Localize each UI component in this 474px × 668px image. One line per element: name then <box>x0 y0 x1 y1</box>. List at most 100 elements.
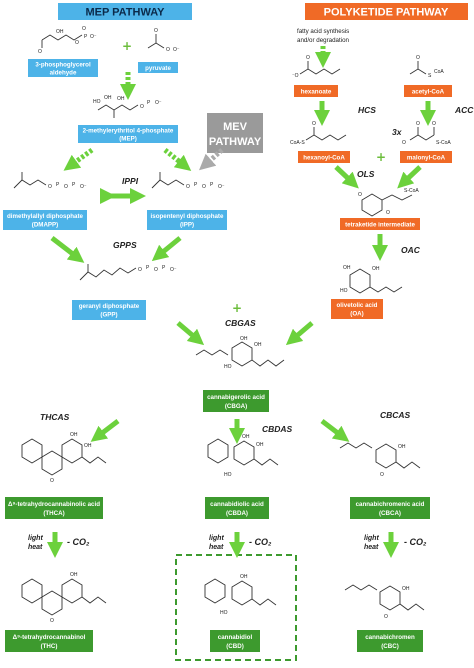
svg-text:OH: OH <box>240 336 248 342</box>
cbc-label-box: cannabichromen (CBC) <box>357 630 423 652</box>
svg-text:S: S <box>428 73 432 79</box>
cbga-label-box: cannabigerolic acid (CBGA) <box>203 390 269 412</box>
gpp-label-line2: (GPP) <box>100 312 117 319</box>
thc-label-box: Δ⁹-tetrahydrocannabinol (THC) <box>5 630 93 652</box>
cbga-label-line1: cannabigerolic acid <box>207 394 265 401</box>
arrow-mep-to-dmapp <box>63 147 94 171</box>
reaction-arrows <box>46 46 437 559</box>
cbda-structure: OH OH HO <box>207 434 279 478</box>
svg-text:O: O <box>416 121 420 127</box>
svg-text:HO: HO <box>224 472 232 478</box>
svg-text:O: O <box>306 55 310 61</box>
svg-text:O: O <box>358 192 362 198</box>
svg-text:P: P <box>147 100 151 106</box>
cbda-label-box: cannabidiolic acid (CBDA) <box>205 497 269 519</box>
mep-label-line1: 2-methylerythritol 4-phosphate <box>83 128 174 135</box>
cbc-structure: OH O <box>344 584 425 620</box>
svg-text:O: O <box>75 40 79 46</box>
svg-text:O⁻: O⁻ <box>170 267 177 273</box>
arrow-cbga-to-thca <box>90 419 120 442</box>
svg-text:HO: HO <box>340 288 348 294</box>
svg-text:OH: OH <box>242 434 250 440</box>
oa-label-box: olivetolic acid (OA) <box>331 299 383 319</box>
enzyme-ols: OLS <box>357 169 375 179</box>
arrow-mep-to-ipp <box>163 148 192 171</box>
arrow-gpp-to-cbga <box>176 321 205 346</box>
dmapp-structure: O P O P O⁻ <box>13 172 87 190</box>
dmapp-label-box: dimethylallyl diphosphate (DMAPP) <box>3 210 87 230</box>
fatty-acid-note-line1: fatty acid synthesis <box>297 28 349 35</box>
arrow-oa-to-cbga <box>285 321 314 346</box>
svg-text:P: P <box>210 182 214 188</box>
svg-text:O: O <box>154 28 158 34</box>
mev-pathway-banner <box>207 113 263 153</box>
svg-text:CoA: CoA <box>434 69 444 75</box>
enzyme-oac: OAC <box>401 245 421 255</box>
svg-text:O: O <box>154 267 158 273</box>
enzyme-gpps: GPPS <box>113 240 137 250</box>
svg-text:OH: OH <box>56 29 64 35</box>
g3p-label-line2: aldehyde <box>50 70 77 77</box>
svg-text:CoA-S: CoA-S <box>290 140 305 146</box>
cbc-condition-light: light <box>364 535 379 542</box>
svg-text:S-CoA: S-CoA <box>404 188 419 194</box>
svg-text:O: O <box>186 184 190 190</box>
svg-text:HO: HO <box>220 610 228 616</box>
thc-structure: OH O <box>21 572 107 624</box>
dmapp-label-line2: (DMAPP) <box>32 222 58 229</box>
svg-text:OH: OH <box>70 432 78 438</box>
enzyme-cbgas: CBGAS <box>225 318 256 328</box>
hexanoyl-coa-structure: O CoA-S <box>290 121 347 146</box>
mep-label-line2: (MEP) <box>119 136 137 143</box>
svg-text:P: P <box>146 265 150 271</box>
oa-label-line2: (OA) <box>350 311 363 318</box>
cbca-structure: OH O <box>339 442 421 478</box>
mep-structure: HO OH OH O P O⁻ <box>93 95 162 118</box>
svg-text:O: O <box>64 184 68 190</box>
cbda-label-line1: cannabidiolic acid <box>210 501 264 508</box>
svg-text:O: O <box>202 184 206 190</box>
cbc-condition-heat: heat <box>364 544 379 551</box>
g3p-structure: O OH O P O O⁻ <box>38 26 97 55</box>
arrow-malonyl-coa-to-tetraketide <box>397 165 422 189</box>
polyketide-pathway-title: POLYKETIDE PATHWAY <box>324 7 449 19</box>
svg-text:O⁻: O⁻ <box>80 184 87 190</box>
dmapp-label-line1: dimethylallyl diphosphate <box>7 213 84 220</box>
cbca-label-line2: (CBCA) <box>379 510 401 517</box>
mep-pathway-title: MEP PATHWAY <box>85 7 165 19</box>
svg-text:⁻O: ⁻O <box>292 73 299 79</box>
svg-text:O: O <box>48 184 52 190</box>
thca-label-line2: (THCA) <box>43 510 64 517</box>
svg-text:O: O <box>140 104 144 110</box>
mev-pathway-title-line1: MEV <box>223 121 248 133</box>
cbc-label-line1: cannabichromen <box>365 634 415 641</box>
cbd-condition-heat: heat <box>209 544 224 551</box>
svg-text:O⁻: O⁻ <box>90 34 97 40</box>
enzyme-ippi: IPPI <box>122 176 139 186</box>
svg-text:HO: HO <box>224 364 232 370</box>
thc-label-line1: Δ⁹-tetrahydrocannabinol <box>13 634 86 641</box>
svg-text:O: O <box>402 140 406 146</box>
svg-text:O: O <box>380 472 384 478</box>
enzyme-acc: ACC <box>454 105 474 115</box>
svg-text:P: P <box>194 182 198 188</box>
cbc-co2-loss: - CO₂ <box>404 537 427 547</box>
mep-label-box: 2-methylerythritol 4-phosphate (MEP) <box>78 125 178 143</box>
svg-text:OH: OH <box>254 342 262 348</box>
gpp-structure: O P O P O⁻ <box>79 264 177 281</box>
tetraketide-label: tetraketide intermediate <box>345 222 415 229</box>
cbga-label-line2: (CBGA) <box>225 403 247 410</box>
cbd-condition-light: light <box>209 535 224 542</box>
svg-text:O: O <box>38 49 42 55</box>
malonyl-coa-label: malonyl-CoA <box>407 155 446 162</box>
cbd-label-line2: (CBD) <box>226 643 244 650</box>
hexanoate-structure: O ⁻O <box>292 55 341 79</box>
svg-text:OH: OH <box>240 574 248 580</box>
arrow-dmapp-to-gpp <box>50 236 85 263</box>
svg-text:P: P <box>72 182 76 188</box>
hexanoyl-coa-label: hexanoyl-CoA <box>303 155 345 162</box>
enzyme-thcas: THCAS <box>40 412 70 422</box>
malonyl-coa-label-box: malonyl-CoA <box>400 151 452 163</box>
